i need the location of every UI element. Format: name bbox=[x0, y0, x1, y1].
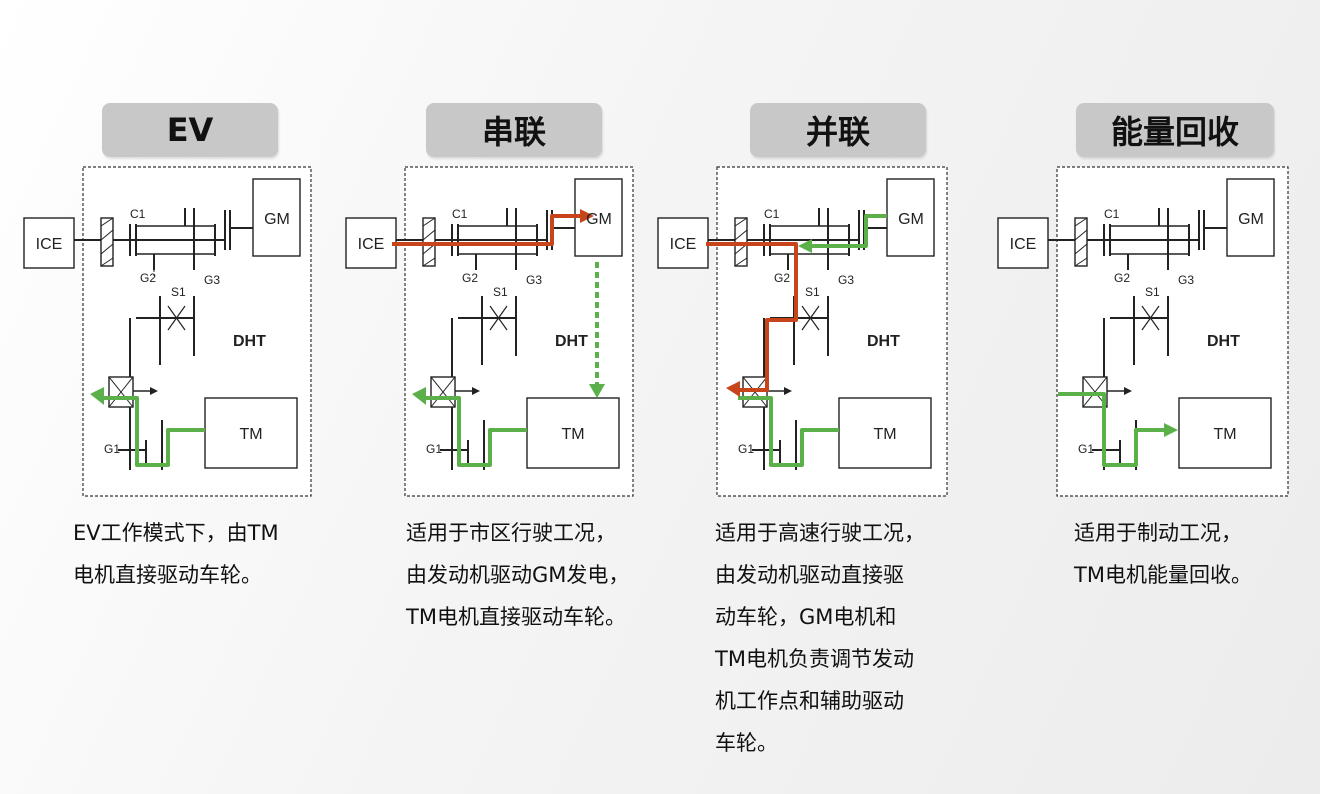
g3-label: G3 bbox=[204, 273, 220, 287]
electric-flow-arrow bbox=[90, 387, 104, 405]
dht-label: DHT bbox=[867, 333, 900, 350]
gm-label: GM bbox=[1238, 211, 1264, 228]
desc-line: 由发动机驱动直接驱 bbox=[715, 563, 904, 587]
c1-label: C1 bbox=[1104, 207, 1120, 221]
engine-flow-path bbox=[706, 242, 798, 392]
s1-label: S1 bbox=[493, 285, 508, 299]
engine-flow-arrow bbox=[580, 209, 594, 223]
dht-label: DHT bbox=[555, 333, 588, 350]
gm-label: GM bbox=[264, 211, 290, 228]
tm-label: TM bbox=[873, 426, 896, 443]
g1-label: G1 bbox=[104, 442, 120, 456]
powertrain-diagram: ICE GM TM DHT C1 G2 G3 S1 G1 bbox=[657, 166, 948, 497]
c1-label: C1 bbox=[452, 207, 468, 221]
c1-label: C1 bbox=[130, 207, 146, 221]
gm-label: GM bbox=[898, 211, 924, 228]
desc-line: 车轮。 bbox=[715, 731, 778, 755]
g1-label: G1 bbox=[738, 442, 754, 456]
g3-label: G3 bbox=[838, 273, 854, 287]
ice-label: ICE bbox=[1010, 236, 1037, 253]
desc-line: 电机直接驱动车轮。 bbox=[73, 563, 262, 587]
panel-parallel: 并联 bbox=[634, 0, 964, 794]
desc-line: 动车轮，GM电机和 bbox=[715, 605, 897, 629]
recovery-flow-path bbox=[1058, 392, 1164, 467]
g1-label: G1 bbox=[1078, 442, 1094, 456]
dht-label: DHT bbox=[1207, 333, 1240, 350]
tm-label: TM bbox=[239, 426, 262, 443]
desc-line: 适用于制动工况， bbox=[1074, 521, 1242, 545]
gm-box bbox=[252, 178, 301, 257]
flow-paths bbox=[706, 214, 887, 467]
tm-box bbox=[1178, 397, 1272, 469]
ice-label: ICE bbox=[358, 236, 385, 253]
powertrain-diagram: ICE GM TM DHT C1 G2 G3 S1 G1 bbox=[345, 166, 634, 497]
mechanism bbox=[74, 208, 255, 470]
flow-paths bbox=[1058, 392, 1178, 467]
engine-flow-arrow bbox=[726, 381, 740, 397]
g2-label: G2 bbox=[1114, 271, 1130, 285]
s1-label: S1 bbox=[805, 285, 820, 299]
desc-line: 适用于高速行驶工况， bbox=[715, 521, 925, 545]
tm-label: TM bbox=[1213, 426, 1236, 443]
ice-box bbox=[657, 217, 709, 269]
engine-flow-path bbox=[392, 214, 580, 246]
g3-label: G3 bbox=[526, 273, 542, 287]
ice-label: ICE bbox=[670, 236, 697, 253]
gm-box bbox=[1226, 178, 1275, 257]
electric-flow-path-gm bbox=[812, 214, 887, 248]
ice-box bbox=[997, 217, 1049, 269]
g3-label: G3 bbox=[1178, 273, 1194, 287]
g2-label: G2 bbox=[462, 271, 478, 285]
electric-flow-path-tm bbox=[738, 396, 839, 467]
panel-title: 串联 bbox=[426, 103, 602, 157]
ice-box bbox=[345, 217, 397, 269]
panel-description: EV工作模式下，由TM 电机直接驱动车轮。 bbox=[73, 512, 279, 596]
powertrain-diagram: ICE GM TM DHT C1 G2 G3 S1 G1 bbox=[23, 166, 312, 497]
desc-line: TM电机负责调节发动 bbox=[715, 647, 914, 671]
tm-box bbox=[526, 397, 620, 469]
ice-label: ICE bbox=[36, 236, 63, 253]
panel-description: 适用于制动工况， TM电机能量回收。 bbox=[1074, 512, 1252, 596]
desc-line: EV工作模式下，由TM bbox=[73, 521, 279, 545]
electric-flow-arrow-gm bbox=[798, 239, 812, 253]
dht-label: DHT bbox=[233, 333, 266, 350]
flow-paths bbox=[90, 387, 205, 467]
desc-line: TM电机能量回收。 bbox=[1074, 563, 1252, 587]
gm-label: GM bbox=[586, 211, 612, 228]
component-boxes bbox=[657, 178, 935, 469]
g1-label: G1 bbox=[426, 442, 442, 456]
electric-flow-path bbox=[426, 396, 527, 467]
desc-line: TM电机直接驱动车轮。 bbox=[406, 605, 626, 629]
desc-line: 由发动机驱动GM发电， bbox=[406, 563, 630, 587]
tm-label: TM bbox=[561, 426, 584, 443]
tm-box bbox=[204, 397, 298, 469]
recovery-flow-arrow bbox=[1164, 423, 1178, 437]
c1-label: C1 bbox=[764, 207, 780, 221]
s1-label: S1 bbox=[171, 285, 186, 299]
tm-box bbox=[838, 397, 932, 469]
desc-line: 适用于市区行驶工况， bbox=[406, 521, 616, 545]
s1-label: S1 bbox=[1145, 285, 1160, 299]
desc-line: 机工作点和辅助驱动 bbox=[715, 689, 904, 713]
g2-label: G2 bbox=[140, 271, 156, 285]
electric-flow-path bbox=[104, 396, 205, 467]
panel-energy-recovery: 能量回收 bbox=[974, 0, 1304, 794]
mechanism bbox=[708, 208, 889, 470]
component-boxes bbox=[23, 178, 301, 469]
powertrain-diagram: ICE GM TM DHT C1 G2 G3 S1 G1 bbox=[997, 166, 1289, 497]
g2-label: G2 bbox=[774, 271, 790, 285]
panel-title: EV bbox=[102, 103, 278, 157]
component-boxes bbox=[997, 178, 1275, 469]
ice-box bbox=[23, 217, 75, 269]
flow-paths bbox=[392, 209, 605, 467]
panel-description: 适用于市区行驶工况， 由发动机驱动GM发电， TM电机直接驱动车轮。 bbox=[406, 512, 629, 638]
panel-title: 并联 bbox=[750, 103, 926, 157]
panel-description: 适用于高速行驶工况， 由发动机驱动直接驱 动车轮，GM电机和 TM电机负责调节发… bbox=[715, 512, 925, 764]
panel-ev: EV bbox=[0, 0, 330, 794]
panel-title: 能量回收 bbox=[1076, 103, 1274, 157]
panel-series: 串联 bbox=[322, 0, 652, 794]
generation-flow-arrow bbox=[589, 384, 605, 398]
electric-flow-arrow bbox=[412, 387, 426, 405]
